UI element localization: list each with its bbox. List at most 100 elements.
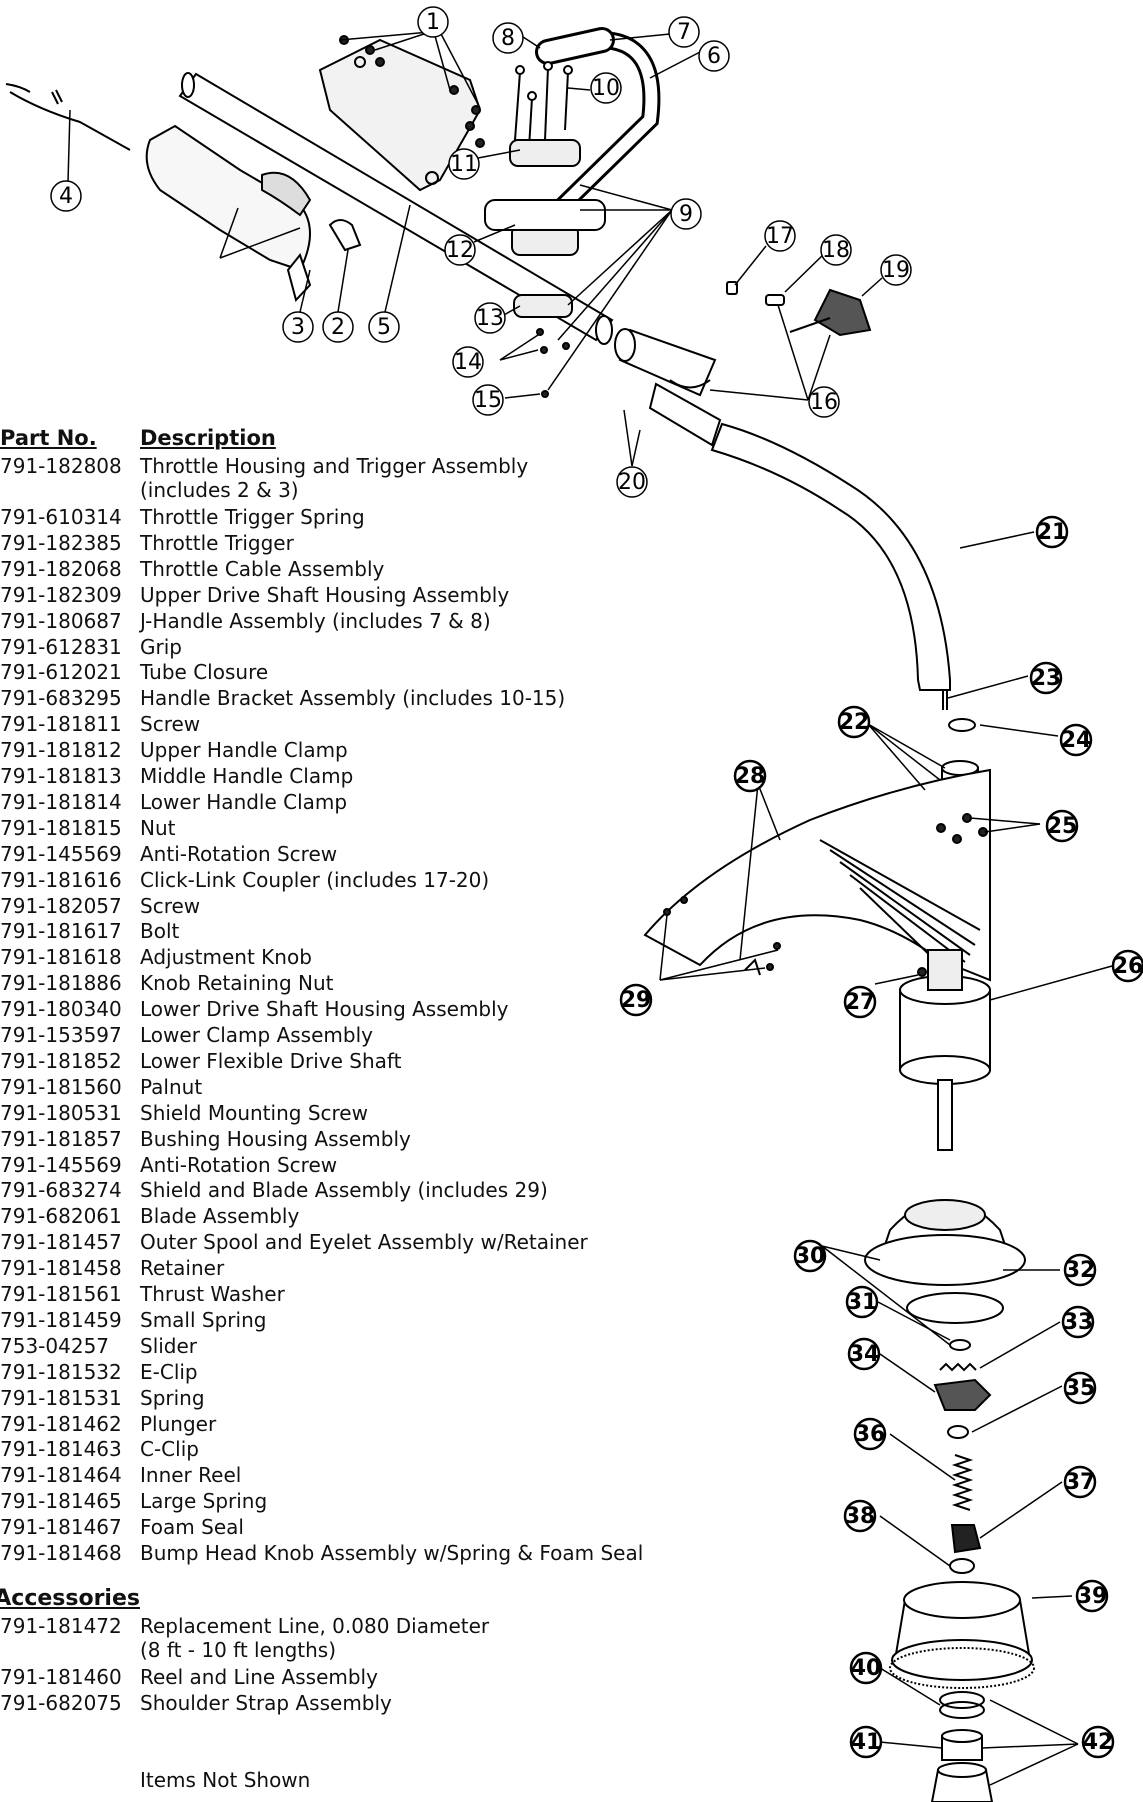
callout-38: 38 — [843, 1499, 877, 1533]
accessory-part-number: 791-682075 — [0, 1690, 122, 1715]
callout-number: 9 — [679, 202, 693, 227]
part-number: 791-181464 — [0, 1463, 122, 1488]
c-clip-drawing — [949, 1558, 975, 1574]
callout-number: 33 — [1063, 1310, 1094, 1335]
accessory-part-number: 791-181460 — [0, 1665, 122, 1689]
part-number: 791-181531 — [0, 1385, 122, 1410]
callout-number: 21 — [1037, 520, 1068, 545]
part-description: Lower Flexible Drive Shaft — [140, 1048, 402, 1073]
part-description: Blade Assembly — [140, 1204, 300, 1229]
part-number: 791-181852 — [0, 1048, 122, 1073]
callout-number: 16 — [810, 390, 838, 415]
part-description: Throttle Trigger — [140, 530, 294, 555]
callout-number: 29 — [621, 988, 652, 1013]
part-description: Shield Mounting Screw — [140, 1100, 368, 1125]
part-number: 791-181812 — [0, 738, 122, 763]
part-description: J-Handle Assembly (includes 7 & 8) — [140, 608, 491, 633]
callout-number: 11 — [450, 152, 478, 177]
callout-37: 37 — [1063, 1465, 1097, 1499]
callout-7: 7 — [668, 16, 700, 48]
callout-number: 27 — [845, 990, 876, 1015]
part-number: 791-180687 — [0, 608, 122, 633]
part-number: 791-181561 — [0, 1282, 122, 1306]
part-number: 791-180531 — [0, 1100, 122, 1125]
callout-8: 8 — [492, 22, 524, 54]
callout-number: 14 — [454, 350, 482, 375]
callout-36: 36 — [853, 1417, 887, 1451]
callout-21: 21 — [1035, 515, 1069, 549]
callout-number: 13 — [476, 306, 504, 331]
callout-26: 26 — [1111, 949, 1143, 983]
callout-6: 6 — [698, 40, 730, 72]
callout-number: 10 — [592, 76, 620, 101]
part-description: Plunger — [140, 1411, 217, 1436]
accessories-heading: Optional Accessories — [0, 1586, 140, 1611]
part-number: 753-04257 — [0, 1333, 110, 1358]
part-number: 791-181616 — [0, 867, 122, 892]
part-number: 791-181457 — [0, 1230, 122, 1255]
e-clip-drawing — [947, 1425, 969, 1439]
part-description: Palnut — [140, 1074, 203, 1099]
accessory-description: Shoulder Strap Assembly — [140, 1690, 392, 1715]
part-description: Throttle Housing and Trigger Assembly(in… — [140, 454, 640, 502]
callout-number: 8 — [501, 26, 515, 51]
part-number: 791-181814 — [0, 789, 122, 814]
part-number: 791-181886 — [0, 971, 122, 996]
callout-23: 23 — [1029, 661, 1063, 695]
shield-drawing — [643, 768, 991, 982]
part-number: 791-181467 — [0, 1515, 122, 1540]
part-description: Bushing Housing Assembly — [140, 1126, 411, 1151]
nuts-drawing — [536, 328, 570, 398]
part-description: Knob Retaining Nut — [140, 971, 334, 996]
plunger-drawing — [950, 1524, 982, 1554]
retainer-washer-drawing — [906, 1292, 1004, 1351]
accessory-part-number: 791-181472 — [0, 1614, 122, 1638]
callout-24: 24 — [1059, 723, 1093, 757]
part-description: Slider — [140, 1333, 198, 1358]
part-number: 791-182385 — [0, 530, 122, 555]
part-description: Throttle Trigger Spring — [140, 505, 365, 529]
callout-5: 5 — [368, 311, 400, 343]
part-description: Tube Closure — [140, 660, 269, 685]
part-description: Large Spring — [140, 1489, 268, 1514]
bushing-housing-drawing — [899, 949, 991, 1151]
callout-number: 26 — [1113, 954, 1143, 979]
callout-number: 22 — [839, 710, 870, 735]
part-description: Throttle Cable Assembly — [140, 556, 385, 581]
callout-42: 42 — [1081, 1725, 1115, 1759]
leader-lines — [67, 31, 1113, 1786]
accessory-description-line2: (8 ft - 10 ft lengths) — [140, 1638, 337, 1662]
spring-drawing — [951, 1454, 974, 1511]
part-description: Screw — [140, 893, 201, 918]
callout-33: 33 — [1061, 1305, 1095, 1339]
part-number: 791-180340 — [0, 997, 122, 1022]
part-number: 791-181459 — [0, 1307, 122, 1332]
part-number: 791-181813 — [0, 764, 122, 788]
callout-number: 32 — [1065, 1258, 1096, 1283]
part-number: 791-181463 — [0, 1437, 122, 1462]
part-number: 791-683295 — [0, 686, 122, 711]
part-description: Bolt — [140, 919, 180, 944]
part-description: Retainer — [140, 1256, 225, 1281]
part-description: Handle Bracket Assembly (includes 10-15) — [140, 686, 566, 711]
part-description: Lower Clamp Assembly — [140, 1023, 373, 1047]
callout-34: 34 — [847, 1337, 881, 1371]
callout-19: 19 — [880, 254, 912, 286]
callout-16: 16 — [808, 386, 840, 418]
part-description: Lower Drive Shaft Housing Assembly — [140, 997, 509, 1022]
callout-14: 14 — [452, 346, 484, 378]
part-number: 791-181462 — [0, 1411, 122, 1436]
part-number: 791-612831 — [0, 634, 122, 659]
callout-40: 40 — [849, 1651, 883, 1685]
part-description: Anti-Rotation Screw — [140, 1152, 338, 1177]
part-number: 791-610314 — [0, 505, 122, 529]
upper-drive-shaft-drawing — [178, 72, 614, 345]
items-not-shown-note: Items Not Shown — [140, 1768, 311, 1792]
callout-39: 39 — [1075, 1579, 1109, 1613]
callout-13: 13 — [474, 302, 506, 334]
foam-seal-drawing — [941, 1729, 983, 1761]
callout-number: 28 — [735, 764, 766, 789]
bump-knob-drawing — [930, 1762, 994, 1802]
part-number: 791-181815 — [0, 815, 122, 840]
part-number: 791-145569 — [0, 1152, 122, 1177]
